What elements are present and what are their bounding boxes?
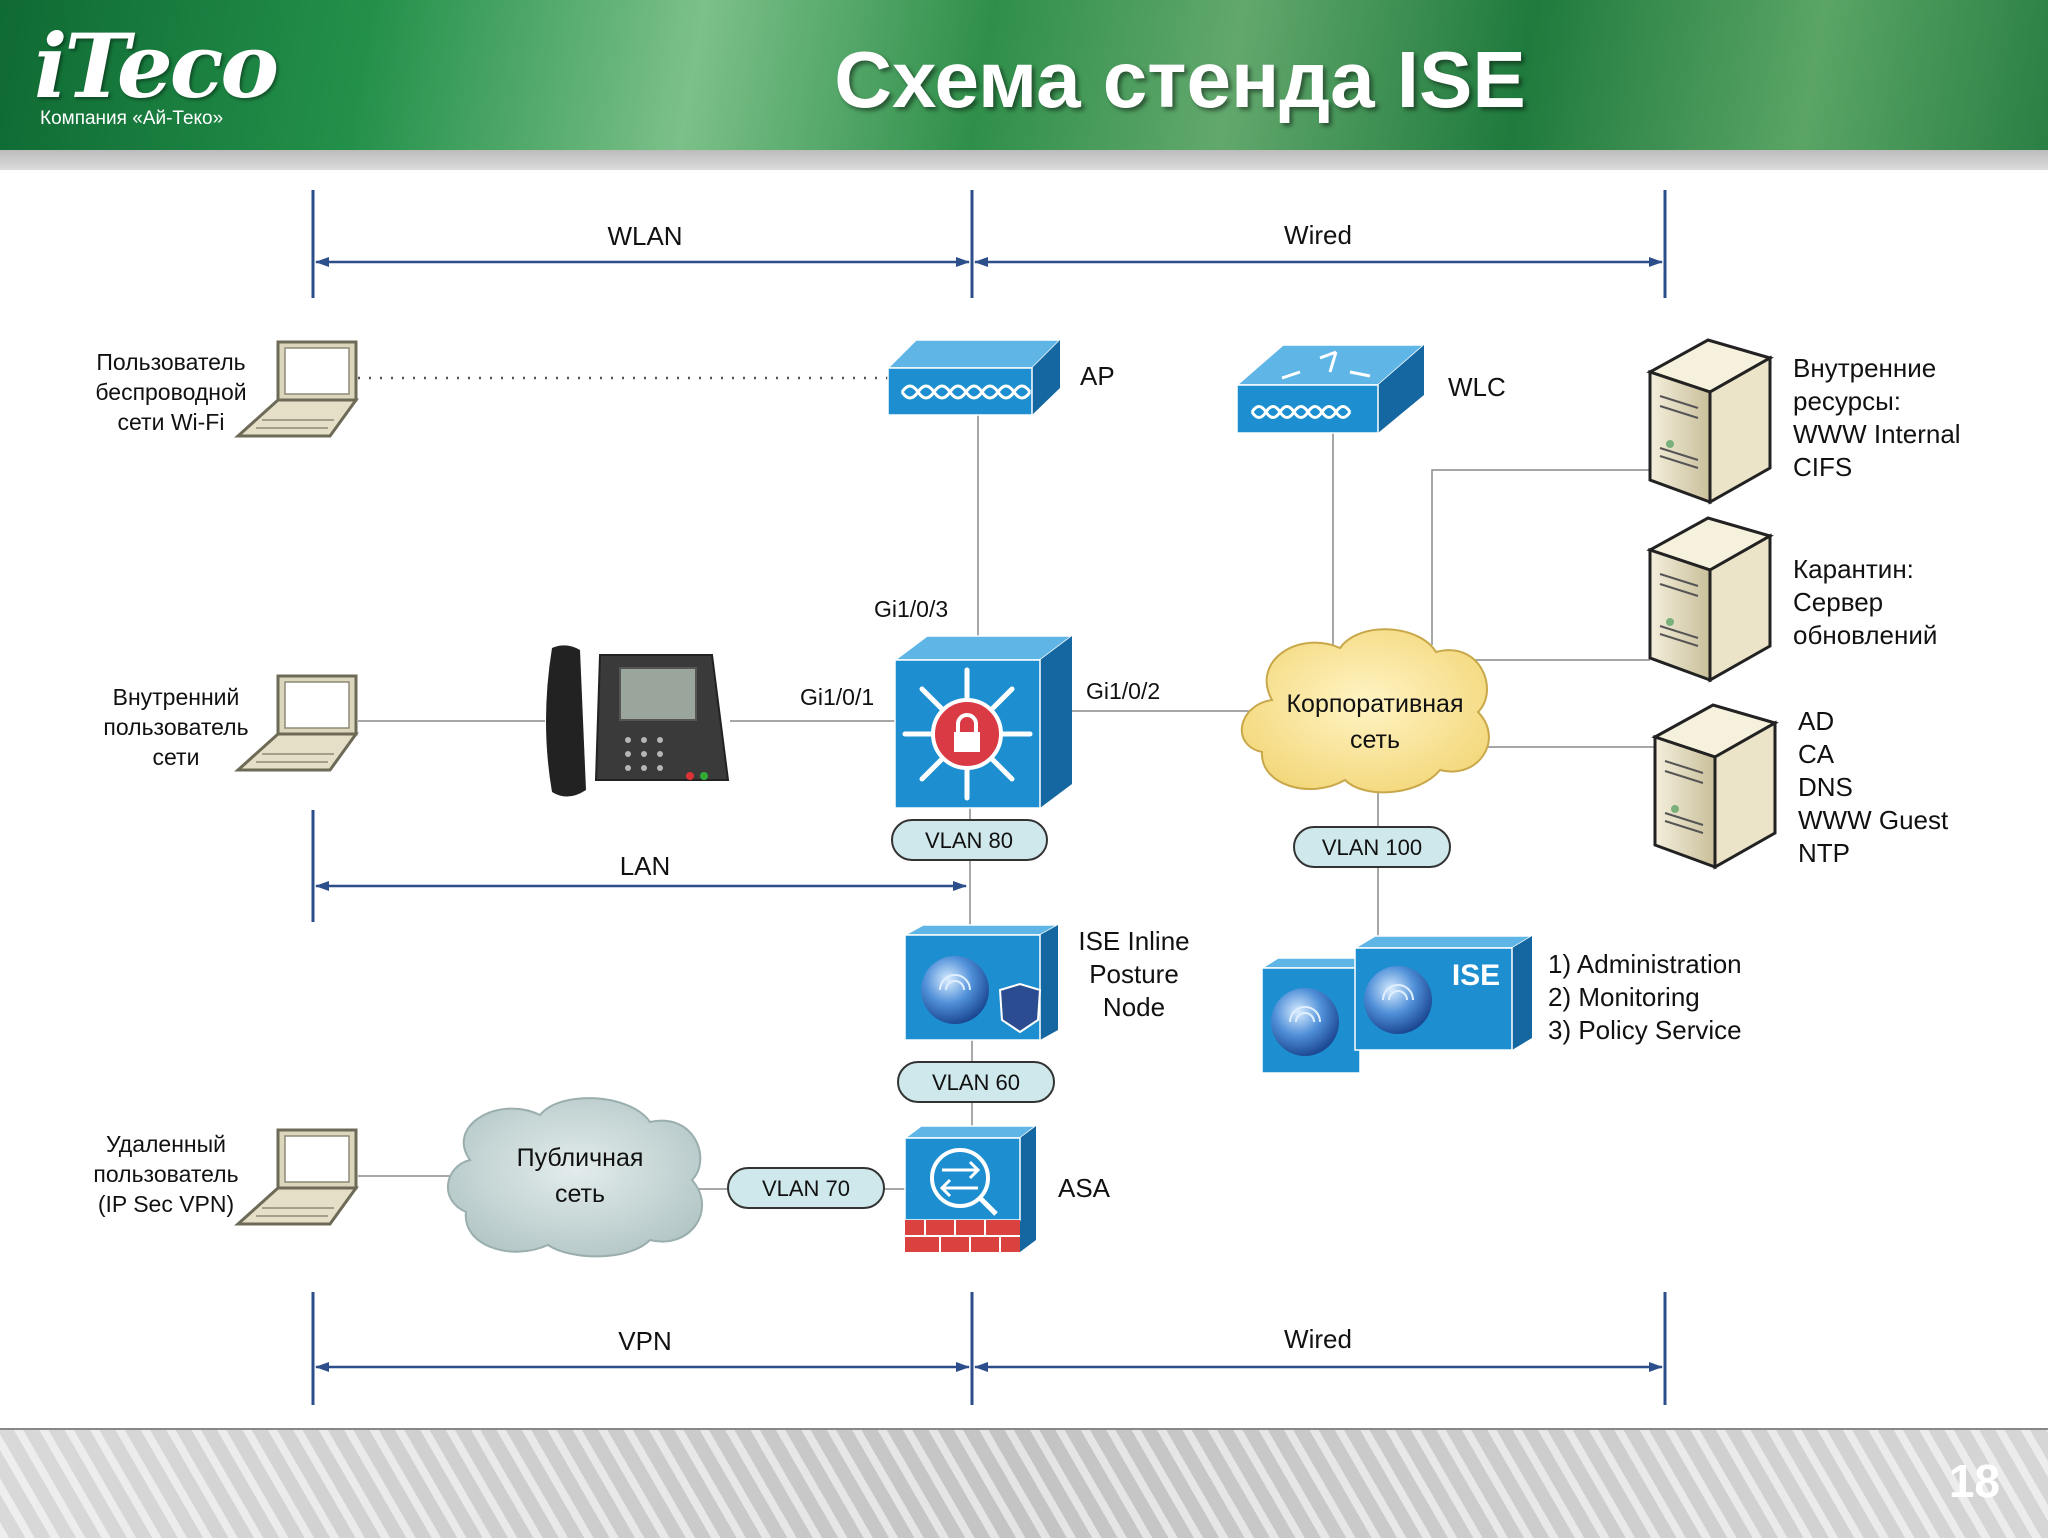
svg-text:Внутренний: Внутренний — [113, 684, 240, 710]
server-icon — [1651, 703, 1779, 870]
svg-text:DNS: DNS — [1798, 772, 1853, 802]
svg-text:сети Wi-Fi: сети Wi-Fi — [118, 409, 225, 435]
zone-markers-bottom — [311, 1292, 1667, 1405]
header-divider — [0, 150, 2048, 170]
svg-text:Пользователь: Пользователь — [96, 349, 245, 375]
svg-text:NTP: NTP — [1798, 838, 1850, 868]
page-number: 18 — [1948, 1455, 2000, 1507]
vlan-100-pill: VLAN 100 — [1293, 826, 1451, 868]
port-gi101-label: Gi1/0/1 — [800, 684, 874, 710]
logo-subtitle: Компания «Ай-Теко» — [40, 108, 224, 129]
svg-text:WWW Guest: WWW Guest — [1798, 805, 1949, 835]
ise-inline-node-label: ISE Inline Posture Node — [1078, 926, 1189, 1022]
svg-text:сеть: сеть — [555, 1180, 605, 1208]
ip-phone-icon — [546, 645, 730, 797]
svg-text:AD: AD — [1798, 706, 1834, 736]
public-cloud — [447, 1097, 704, 1258]
svg-text:CA: CA — [1798, 739, 1835, 769]
vlan-60-pill: VLAN 60 — [897, 1061, 1055, 1103]
zone-label-wired-bottom: Wired — [1284, 1324, 1352, 1354]
laptop-icon — [234, 674, 359, 772]
svg-text:VLAN 80: VLAN 80 — [925, 828, 1013, 853]
header-banner: iTeco Компания «Ай-Теко» Схема стенда IS… — [0, 0, 2048, 150]
ap-label: AP — [1080, 361, 1115, 391]
svg-text:WWW Internal: WWW Internal — [1793, 419, 1961, 449]
zone-label-lan: LAN — [620, 851, 671, 881]
corporate-cloud-label: Корпоративная сеть — [1286, 690, 1463, 754]
svg-text:VLAN 60: VLAN 60 — [932, 1070, 1020, 1095]
svg-text:Карантин:: Карантин: — [1793, 554, 1914, 584]
ise-badge-label: ISE — [1452, 959, 1500, 992]
svg-text:Удаленный: Удаленный — [106, 1131, 226, 1157]
access-point-icon — [886, 339, 1062, 416]
wlc-label: WLC — [1448, 372, 1506, 402]
footer-pattern — [0, 1430, 2048, 1538]
svg-text:CIFS: CIFS — [1793, 452, 1852, 482]
network-diagram: WLAN Wired LAN VPN Wired — [93, 190, 1961, 1405]
logo-mark: iTeco — [34, 14, 279, 118]
svg-text:ресурсы:: ресурсы: — [1793, 386, 1901, 416]
zone-label-wired-top: Wired — [1284, 220, 1352, 250]
svg-text:сети: сети — [153, 744, 200, 770]
svg-text:Сервер: Сервер — [1793, 587, 1883, 617]
svg-text:VLAN 100: VLAN 100 — [1322, 835, 1422, 860]
remote-user-label: Удаленный пользователь (IP Sec VPN) — [93, 1131, 238, 1217]
svg-text:2) Monitoring: 2) Monitoring — [1548, 982, 1700, 1012]
svg-text:Node: Node — [1103, 992, 1165, 1022]
svg-text:обновлений: обновлений — [1793, 620, 1937, 650]
svg-text:сеть: сеть — [1350, 726, 1400, 754]
infrastructure-services-label: AD CA DNS WWW Guest NTP — [1798, 706, 1949, 868]
svg-text:Внутренние: Внутренние — [1793, 353, 1936, 383]
zone-marker-lan — [311, 810, 967, 922]
svg-text:Корпоративная: Корпоративная — [1286, 690, 1463, 718]
svg-text:Posture: Posture — [1089, 959, 1179, 989]
svg-text:ISE Inline: ISE Inline — [1078, 926, 1189, 956]
asa-label: ASA — [1058, 1173, 1111, 1203]
ise-roles-list: 1) Administration 2) Monitoring 3) Polic… — [1548, 949, 1742, 1045]
corporate-cloud — [1240, 628, 1490, 794]
vlan-80-pill: VLAN 80 — [891, 819, 1048, 861]
port-gi102-label: Gi1/0/2 — [1086, 678, 1160, 704]
svg-text:VLAN 70: VLAN 70 — [762, 1176, 850, 1201]
laptop-icon — [234, 340, 359, 438]
footer-banner: 18 — [0, 1428, 2048, 1538]
port-gi103-label: Gi1/0/3 — [874, 596, 948, 622]
public-cloud-label: Публичная сеть — [517, 1144, 644, 1208]
company-logo: iTeco Компания «Ай-Теко» — [34, 14, 279, 138]
core-switch-icon — [892, 635, 1075, 809]
svg-text:(IP Sec VPN): (IP Sec VPN) — [98, 1191, 234, 1217]
svg-text:пользователь: пользователь — [103, 714, 248, 740]
server-icon — [1646, 338, 1774, 505]
laptop-icon — [234, 1128, 359, 1226]
zone-markers-top — [311, 190, 1667, 298]
quarantine-server-label: Карантин: Сервер обновлений — [1793, 554, 1937, 650]
svg-text:пользователь: пользователь — [93, 1161, 238, 1187]
connections — [358, 376, 1655, 1190]
ise-appliance-icon: ISE — [1259, 935, 1535, 1074]
wlc-icon — [1234, 344, 1427, 434]
svg-text:Публичная: Публичная — [517, 1144, 644, 1172]
zone-label-wlan: WLAN — [607, 221, 682, 251]
corp-internal-link — [1431, 469, 1650, 645]
internal-resources-label: Внутренние ресурсы: WWW Internal CIFS — [1793, 353, 1961, 482]
vlan-70-pill: VLAN 70 — [727, 1167, 885, 1209]
internal-user-label: Внутренний пользователь сети — [103, 684, 248, 770]
asa-firewall-icon — [902, 1125, 1039, 1252]
zone-label-vpn: VPN — [618, 1326, 671, 1356]
svg-text:1) Administration: 1) Administration — [1548, 949, 1742, 979]
svg-text:3) Policy Service: 3) Policy Service — [1548, 1015, 1742, 1045]
ise-inline-node-icon — [902, 924, 1061, 1041]
svg-text:беспроводной: беспроводной — [95, 379, 246, 405]
wifi-user-label: Пользователь беспроводной сети Wi-Fi — [95, 349, 246, 435]
server-icon — [1646, 516, 1774, 683]
slide-title: Схема стенда ISE — [834, 35, 1526, 124]
